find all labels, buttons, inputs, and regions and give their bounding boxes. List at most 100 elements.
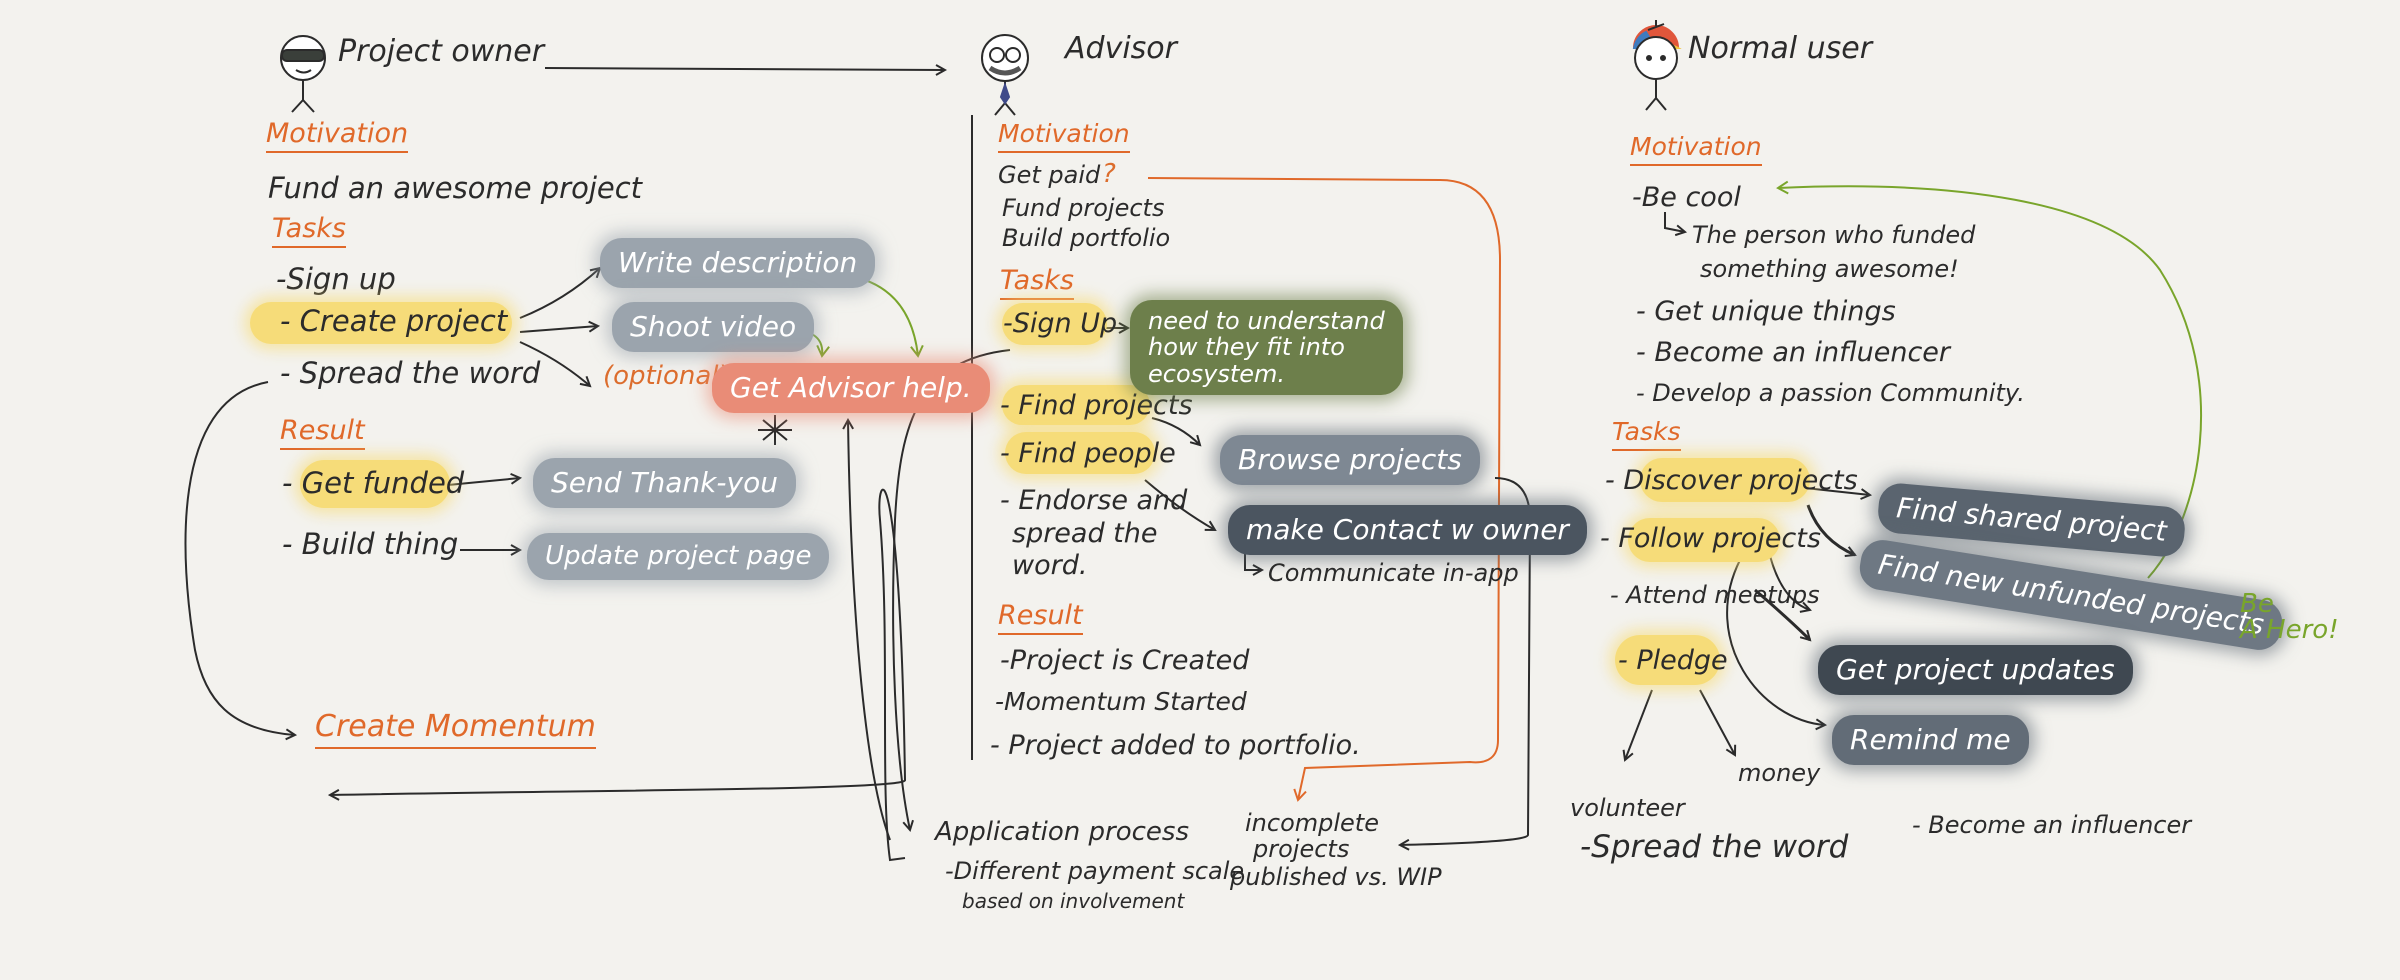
pledge-to-money-arrow xyxy=(1699,689,1735,755)
create-momentum-label: Create Momentum xyxy=(315,709,596,749)
star-mark xyxy=(758,415,792,445)
advisor-figure-icon xyxy=(981,34,1029,116)
follow-to-remind-arrow xyxy=(1726,559,1825,725)
user-become-influencer: - Become an influencer xyxy=(1912,811,2192,839)
ecosystem-note-line-1: need to understand xyxy=(1148,307,1385,335)
create-project-highlight xyxy=(250,302,512,344)
incomplete-projects-line-3: published vs. WIP xyxy=(1230,863,1442,891)
payment-scale: -Different payment scale xyxy=(945,857,1245,885)
pledge-money: money xyxy=(1738,759,1821,787)
owner-motivation: Fund an awesome project xyxy=(268,171,643,205)
pledge-highlight xyxy=(1615,635,1720,685)
incomplete-projects-line-2: projects xyxy=(1253,835,1350,863)
project-owner-figure-icon xyxy=(280,35,326,113)
create-to-description-arrow xyxy=(519,268,600,319)
send-thanks-bubble: Send Thank-you xyxy=(533,458,796,508)
persona-project-owner: Project owner xyxy=(338,34,545,69)
contact-to-communicate-arrow xyxy=(1244,550,1262,570)
create-to-video-arrow xyxy=(519,326,598,333)
user-task-discover: - Discover projects xyxy=(1605,465,1858,496)
update-project-page-bubble: Update project page xyxy=(527,533,830,581)
browse-to-incomplete-arrow xyxy=(1400,477,1532,845)
advisor-find-projects-highlight xyxy=(1002,385,1150,425)
advisor-motivation-get-paid: Get paid xyxy=(998,161,1101,189)
ecosystem-note-line-3: ecosystem. xyxy=(1148,359,1286,388)
user-motivation-heading: Motivation xyxy=(1630,132,1762,166)
be-hero-line-2: A Hero! xyxy=(2240,615,2339,645)
communicate-in-app: Communicate in-app xyxy=(1268,559,1519,587)
owner-result-heading: Result xyxy=(280,415,365,451)
user-motivation-community: - Develop a passion Community. xyxy=(1636,379,2025,407)
advisor-result-portfolio: - Project added to portfolio. xyxy=(990,730,1361,761)
user-motivation-unique: - Get unique things xyxy=(1636,296,1896,327)
make-contact-bubble: make Contact w owner xyxy=(1228,505,1587,555)
user-tasks-heading: Tasks xyxy=(1612,417,1681,451)
normal-user-figure-icon xyxy=(1632,20,1682,111)
owner-task-create-project: - Create project xyxy=(280,304,508,338)
advisor-tasks-heading: Tasks xyxy=(1000,265,1074,301)
incomplete-projects-line-1: incomplete xyxy=(1245,809,1379,837)
hero-to-be-cool-arrow xyxy=(1776,180,2203,579)
user-task-follow: - Follow projects xyxy=(1600,523,1821,554)
discover-to-shared-arrow xyxy=(1804,487,1870,495)
create-to-advisor-help-arrow xyxy=(519,341,590,386)
find-projects-to-browse-arrow xyxy=(1151,417,1200,445)
ecosystem-note-line-2: how they fit into xyxy=(1148,333,1345,362)
be-hero-line-1: Be xyxy=(2240,589,2274,619)
discover-projects-highlight xyxy=(1640,458,1810,502)
user-spread-word: -Spread the word xyxy=(1580,829,1849,865)
advisor-task-signup: -Sign Up xyxy=(1003,308,1118,339)
get-funded-highlight xyxy=(300,460,450,508)
advisor-task-word: word. xyxy=(1012,550,1088,581)
advisor-motivation-heading: Motivation xyxy=(998,119,1130,153)
advisor-motivation-portfolio: Build portfolio xyxy=(1002,224,1171,252)
advisor-task-find-people: - Find people xyxy=(1000,438,1176,469)
advisor-result-heading: Result xyxy=(998,600,1083,636)
find-people-to-contact-arrow xyxy=(1144,479,1215,530)
get-project-updates-bubble: Get project updates xyxy=(1818,645,2133,695)
advisor-motivation-fund: Fund projects xyxy=(1002,194,1165,222)
advisor-help-bubble: Get Advisor help. xyxy=(712,363,990,413)
owner-result-build: - Build thing xyxy=(282,527,459,561)
owner-task-spread: - Spread the word xyxy=(280,356,541,390)
user-task-meetups: - Attend meetups xyxy=(1610,581,1820,609)
advisor-result-momentum: -Momentum Started xyxy=(995,687,1247,716)
ecosystem-note-bubble: need to understand how they fit into eco… xyxy=(1130,300,1403,396)
get-paid-to-incomplete-arrow xyxy=(1147,177,1502,802)
advisor-task-endorse: - Endorse and xyxy=(1000,485,1188,516)
application-to-momentum-arrow xyxy=(330,488,907,862)
owner-result-funded: - Get funded xyxy=(282,466,465,500)
write-description-bubble: Write description xyxy=(600,238,876,288)
user-motivation-be-cool: -Be cool xyxy=(1632,182,1741,213)
advisor-motivation-question: ? xyxy=(1102,159,1116,189)
user-task-pledge: - Pledge xyxy=(1618,645,1728,676)
persona-advisor: Advisor xyxy=(1065,31,1177,66)
user-motivation-person-funded: The person who funded xyxy=(1692,221,1976,249)
advisor-task-find-projects: - Find projects xyxy=(1000,390,1193,421)
user-motivation-influencer: - Become an influencer xyxy=(1636,337,1951,368)
advisor-find-people-highlight xyxy=(1005,432,1155,474)
funded-to-thanks-arrow xyxy=(447,478,520,486)
shoot-video-bubble: Shoot video xyxy=(612,302,815,352)
owner-task-signup: -Sign up xyxy=(276,262,396,296)
pledge-volunteer: volunteer xyxy=(1570,794,1685,822)
user-motivation-something-awesome: something awesome! xyxy=(1700,255,1959,283)
advisor-signup-highlight xyxy=(1002,303,1107,345)
owner-motivation-heading: Motivation xyxy=(266,118,409,154)
discover-to-unfunded-arrow xyxy=(1806,504,1855,555)
optional-label: (optional) xyxy=(603,361,729,391)
persona-normal-user: Normal user xyxy=(1688,31,1873,66)
application-loop-arrow xyxy=(848,420,891,841)
advisor-result-created: -Project is Created xyxy=(1000,645,1250,676)
remind-me-bubble: Remind me xyxy=(1832,715,2029,765)
follow-projects-highlight xyxy=(1628,518,1780,562)
application-process: Application process xyxy=(935,817,1190,847)
pledge-to-volunteer-arrow xyxy=(1625,689,1653,760)
meetups-to-updates-arrow xyxy=(1754,588,1810,640)
browse-projects-bubble: Browse projects xyxy=(1220,435,1480,485)
spread-to-momentum-arrow xyxy=(184,381,295,735)
advisor-task-spread: spread the xyxy=(1012,518,1158,549)
payment-scale-detail: based on involvement xyxy=(962,889,1185,913)
owner-tasks-heading: Tasks xyxy=(272,213,346,249)
